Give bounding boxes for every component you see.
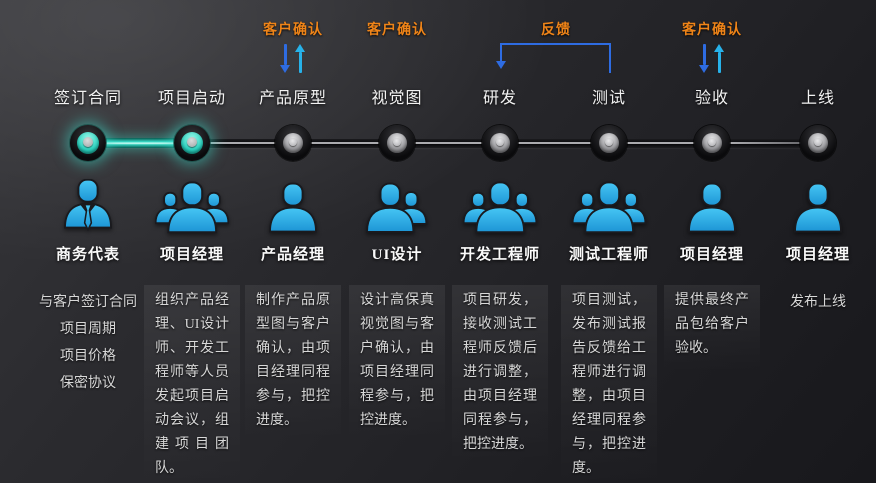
timeline-node — [482, 125, 518, 161]
timeline-node-active — [70, 125, 106, 161]
stage-label: 验收 — [694, 90, 729, 107]
stage-label: 视觉图 — [371, 90, 423, 107]
stage-column-kickoff: 项目启动 项目经理 组织产品经理、UI设计师、开发工程师等人员发起项目启动会议，… — [127, 0, 257, 483]
stage-description: 发布上线 — [790, 295, 846, 310]
stage-column-development: 研发 开发工程师 项目研发，接收测试工程师反馈后进行调整，由项目经理同程参与，把… — [435, 0, 565, 483]
stage-column-sign-contract: 签订合同 商务代表 与客户签订合同 项目周期 项目价格 保密协议 — [23, 0, 153, 483]
timeline-node — [591, 125, 627, 161]
timeline-active-segment — [88, 138, 192, 148]
stage-column-prototype: 客户确认 产品原型 产品经理 制作产品原型图与客户确认，由项目经理同程参与，把控… — [228, 0, 358, 483]
role-label: 项目经理 — [679, 247, 744, 263]
stage-column-testing: 测试 测试工程师 项目测试，发布测试报告反馈给工程师进行调整，由项目经理同程参与… — [544, 0, 674, 483]
role-label: 商务代表 — [55, 247, 120, 263]
timeline-node — [694, 125, 730, 161]
timeline-node-active — [174, 125, 210, 161]
role-label: 测试工程师 — [568, 247, 649, 263]
feedback-arrow-line — [609, 43, 611, 73]
stage-column-acceptance: 客户确认 验收 项目经理 提供最终产品包给客户验收。 — [647, 0, 777, 483]
stage-description: 项目研发，接收测试工程师反馈后进行调整，由项目经理同程参与，把控进度。 — [452, 285, 548, 473]
stage-description: 设计高保真视觉图与客户确认，由项目经理同程参与，把控进度。 — [349, 285, 445, 449]
arrow-down-icon — [280, 44, 290, 73]
stage-column-launch: 上线 项目经理 发布上线 — [753, 0, 876, 483]
timeline-node — [800, 125, 836, 161]
arrow-up-icon — [714, 44, 724, 73]
stage-label: 签订合同 — [53, 90, 122, 107]
feedback-arrow-line — [500, 43, 502, 62]
timeline-track — [84, 139, 822, 148]
role-label: 产品经理 — [260, 247, 325, 263]
stage-label: 测试 — [591, 90, 626, 107]
feedback-arrow-line — [500, 43, 611, 45]
role-label: 项目经理 — [785, 247, 850, 263]
timeline-node — [379, 125, 415, 161]
arrow-down-icon — [699, 44, 709, 73]
arrow-up-icon — [295, 44, 305, 73]
stage-label: 产品原型 — [258, 90, 327, 107]
stage-description: 与客户签订合同 项目周期 项目价格 保密协议 — [39, 295, 137, 391]
stage-description: 组织产品经理、UI设计师、开发工程师等人员发起项目启动会议，组建项目团队。 — [144, 285, 240, 483]
role-label: UI设计 — [371, 247, 423, 263]
role-label: 开发工程师 — [459, 247, 540, 263]
customer-confirm-label: 客户确认 — [367, 23, 427, 38]
feedback-label: 反馈 — [541, 23, 571, 38]
stage-column-visual: 客户确认 视觉图 UI设计 设计高保真视觉图与客户确认，由项目经理同程参与，把控… — [332, 0, 462, 483]
customer-confirm-label: 客户确认 — [263, 23, 323, 38]
feedback-arrowhead-icon — [496, 61, 506, 69]
person-tie-icon — [23, 179, 153, 235]
customer-confirm-label: 客户确认 — [682, 23, 742, 38]
stage-label: 项目启动 — [157, 90, 226, 107]
stage-description: 项目测试，发布测试报告反馈给工程师进行调整，由项目经理同程参与，把控进度。 — [561, 285, 657, 483]
stage-label: 研发 — [482, 90, 517, 107]
stage-label: 上线 — [800, 90, 835, 107]
role-label: 项目经理 — [159, 247, 224, 263]
person-icon — [753, 179, 876, 235]
stage-description: 制作产品原型图与客户确认，由项目经理同程参与，把控进度。 — [245, 285, 341, 449]
timeline-node — [275, 125, 311, 161]
stage-description: 提供最终产品包给客户验收。 — [664, 285, 760, 377]
